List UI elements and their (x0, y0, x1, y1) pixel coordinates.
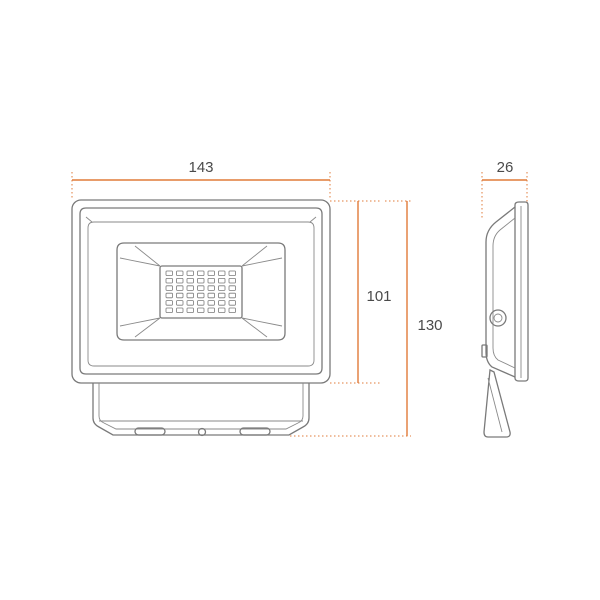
led-chip (165, 307, 173, 313)
led-chip (207, 307, 215, 313)
led-chip (197, 307, 205, 313)
led-chip (197, 277, 205, 284)
led-chip (165, 292, 173, 299)
led-chip (165, 277, 173, 284)
bracket-slot-left (134, 427, 166, 436)
depth-dimension: 26 (481, 159, 528, 218)
side-body (485, 206, 516, 378)
front-housing-outer (71, 199, 331, 384)
led-chip (228, 307, 236, 313)
led-chip (186, 270, 194, 276)
led-chip (228, 292, 236, 299)
led-chip (165, 270, 173, 276)
led-chip (176, 270, 184, 276)
side-bracket-edge (487, 377, 503, 433)
led-chip (207, 285, 215, 291)
led-chip (165, 300, 173, 306)
total-height-dimension: 130 (290, 200, 443, 437)
led-chip (218, 307, 226, 313)
front-height-dimension: 101 (330, 200, 392, 384)
led-board (159, 265, 243, 319)
front-view (71, 199, 331, 437)
led-chip (186, 277, 194, 284)
width-label: 143 (188, 159, 213, 176)
front-panel (87, 221, 315, 367)
side-body-inner (492, 217, 516, 369)
led-chip (197, 270, 205, 276)
pivot-knob (489, 309, 507, 327)
led-grid (165, 270, 236, 313)
led-chip (228, 300, 236, 306)
total-height-label: 130 (417, 317, 442, 334)
led-chip (186, 292, 194, 299)
bevel-line (309, 216, 317, 223)
reflector-facets (119, 245, 283, 338)
led-chip (197, 300, 205, 306)
width-dimension: 143 (71, 159, 331, 200)
bevel-line (85, 216, 93, 223)
front-housing-inner (79, 207, 323, 375)
bracket-slot-right (239, 427, 271, 436)
led-chip (207, 292, 215, 299)
depth-label: 26 (497, 159, 514, 176)
side-bracket (483, 368, 511, 438)
led-chip (207, 300, 215, 306)
led-chip (186, 307, 194, 313)
led-chip (197, 285, 205, 291)
side-housing (514, 201, 529, 382)
reflector-outer (116, 242, 286, 341)
led-chip (218, 300, 226, 306)
led-chip (176, 307, 184, 313)
led-chip (218, 270, 226, 276)
side-tab (481, 344, 488, 358)
led-chip (176, 285, 184, 291)
led-chip (176, 277, 184, 284)
led-chip (186, 285, 194, 291)
bracket-hole (197, 427, 207, 437)
led-chip (186, 300, 194, 306)
pivot-knob-inner (493, 313, 503, 323)
led-chip (228, 285, 236, 291)
led-chip (176, 300, 184, 306)
led-chip (197, 292, 205, 299)
mounting-bracket-inner (98, 383, 304, 430)
led-chip (228, 270, 236, 276)
led-chip (218, 277, 226, 284)
front-height-label: 101 (366, 288, 391, 305)
led-chip (165, 285, 173, 291)
led-chip (228, 277, 236, 284)
led-chip (207, 270, 215, 276)
led-chip (176, 292, 184, 299)
led-chip (218, 285, 226, 291)
mounting-bracket (92, 383, 310, 436)
led-chip (218, 292, 226, 299)
led-chip (207, 277, 215, 284)
side-view (481, 201, 529, 438)
